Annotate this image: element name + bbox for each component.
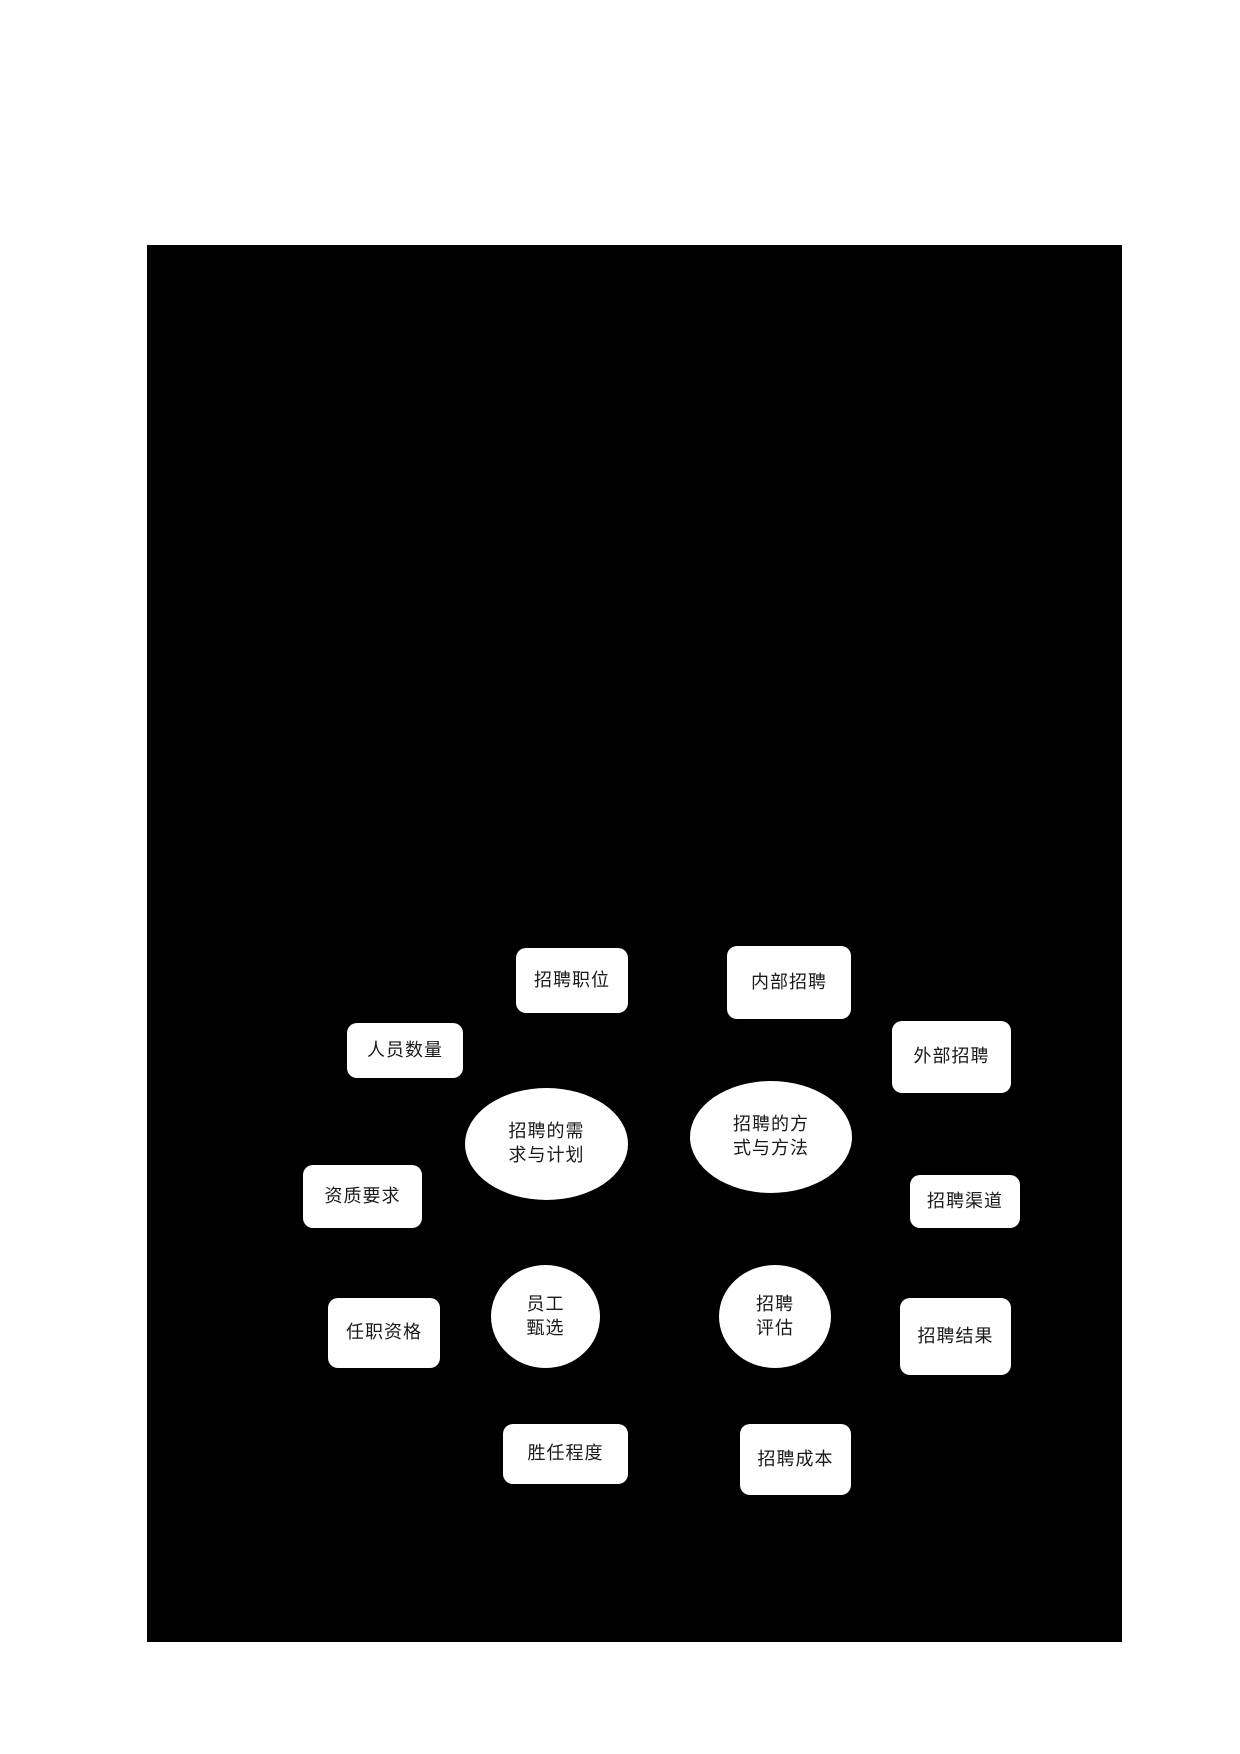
- leaf-node-headcount: 人员数量: [347, 1023, 463, 1078]
- leaf-node-label: 胜任程度: [527, 1443, 604, 1464]
- leaf-node-job-qualification: 任职资格: [328, 1298, 440, 1368]
- core-node-label: 招聘的需 求与计划: [508, 1121, 585, 1166]
- leaf-node-channels: 招聘渠道: [910, 1175, 1020, 1228]
- leaf-node-label: 资质要求: [324, 1185, 401, 1207]
- leaf-node-label: 人员数量: [367, 1039, 443, 1061]
- leaf-node-label: 招聘渠道: [927, 1190, 1003, 1212]
- leaf-node-label: 招聘成本: [757, 1448, 834, 1470]
- leaf-node-label: 外部招聘: [913, 1046, 990, 1067]
- core-node-methods: 招聘的方 式与方法: [690, 1081, 852, 1193]
- core-node-selection: 员工 甄选: [491, 1265, 600, 1368]
- core-node-label: 招聘的方 式与方法: [733, 1114, 809, 1159]
- leaf-node-competency: 胜任程度: [503, 1424, 628, 1484]
- leaf-node-internal: 内部招聘: [727, 946, 851, 1019]
- core-node-needs-plan: 招聘的需 求与计划: [465, 1088, 628, 1200]
- core-node-label: 员工 甄选: [526, 1293, 565, 1339]
- core-node-evaluation: 招聘 评估: [719, 1265, 831, 1368]
- leaf-node-position: 招聘职位: [516, 948, 628, 1013]
- leaf-node-label: 招聘职位: [534, 969, 610, 991]
- leaf-node-label: 任职资格: [346, 1322, 422, 1343]
- diagram-canvas: [147, 245, 1122, 1642]
- leaf-node-external: 外部招聘: [892, 1021, 1011, 1093]
- leaf-node-qualification-req: 资质要求: [303, 1165, 422, 1228]
- core-node-label: 招聘 评估: [756, 1293, 794, 1339]
- leaf-node-cost: 招聘成本: [740, 1424, 851, 1495]
- leaf-node-label: 内部招聘: [751, 971, 827, 993]
- leaf-node-results: 招聘结果: [900, 1298, 1011, 1375]
- leaf-node-label: 招聘结果: [917, 1325, 994, 1347]
